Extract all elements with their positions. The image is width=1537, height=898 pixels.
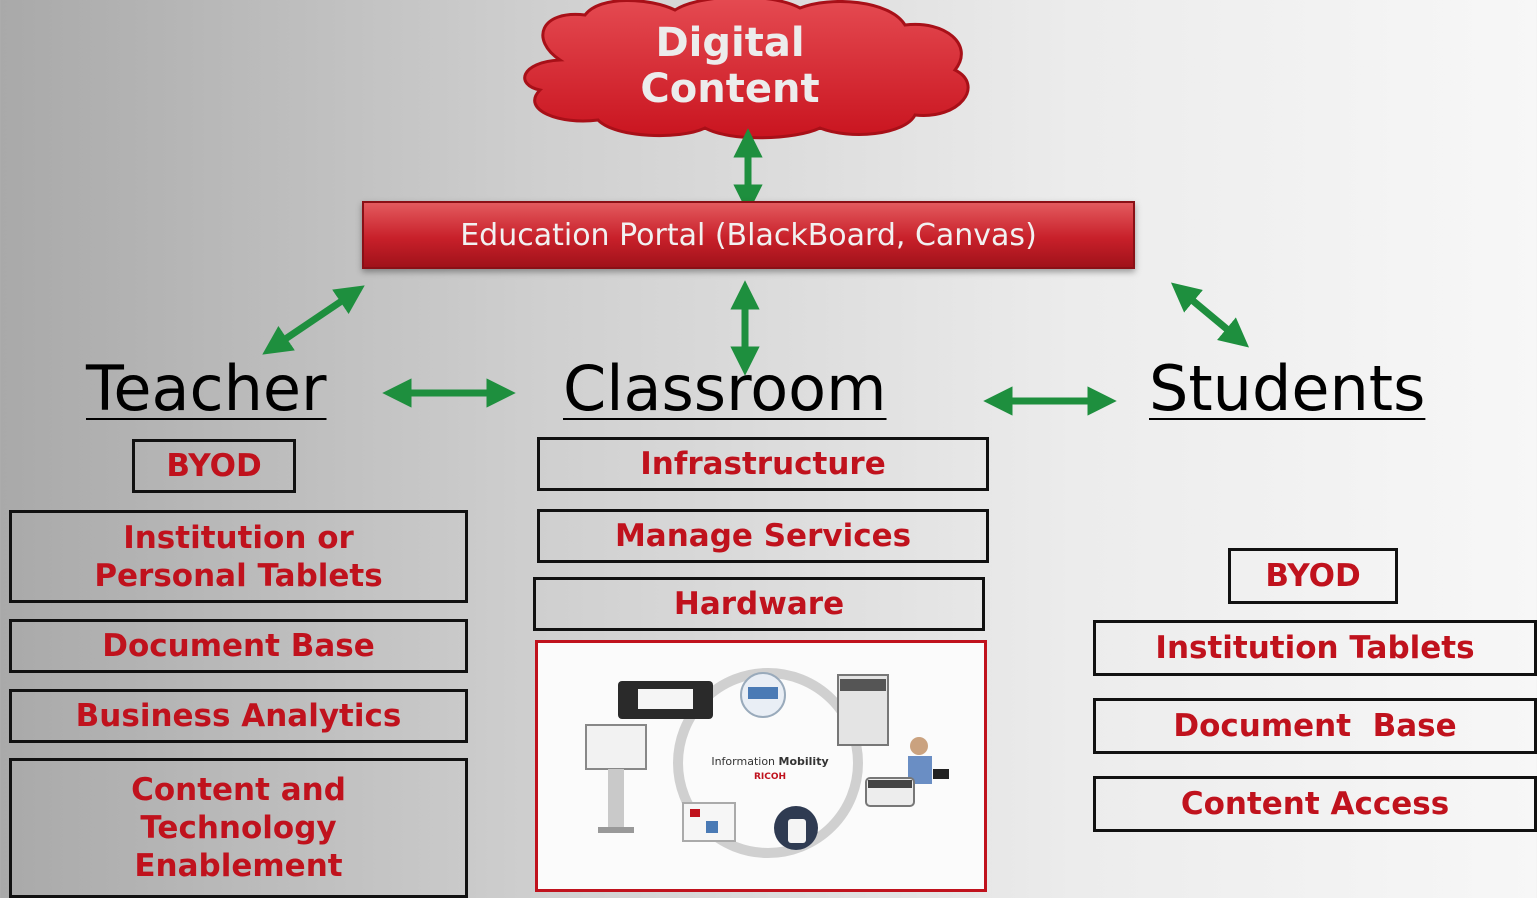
students-institution-tablets-box: Institution Tablets — [1093, 620, 1537, 676]
teacher-document-base-box: Document Base — [9, 619, 468, 673]
center-title: Information Mobility — [711, 755, 828, 768]
illustration-drawing: Information Mobility RICOH — [585, 668, 949, 858]
teacher-byod-box: BYOD — [132, 439, 296, 493]
teacher-business-analytics-box: Business Analytics — [9, 689, 468, 743]
person-with-tablet — [910, 737, 928, 755]
teacher-enablement-line3: Enablement — [134, 848, 343, 884]
heading-teacher: Teacher — [86, 352, 327, 425]
teacher-document-base-label: Document Base — [102, 628, 375, 664]
whiteboard-device — [585, 724, 647, 770]
cloud-label-line2: Content — [640, 66, 820, 112]
teacher-enablement-line2: Technology — [140, 810, 337, 846]
classroom-manage-services-box: Manage Services — [537, 509, 989, 563]
classroom-infrastructure-label: Infrastructure — [640, 446, 886, 482]
cloud-shape — [523, 0, 970, 140]
classroom-infrastructure-box: Infrastructure — [537, 437, 989, 491]
teacher-tablets-line2: Personal Tablets — [94, 557, 383, 594]
students-content-access-box: Content Access — [1093, 776, 1537, 832]
students-document-base-box: Document Base — [1093, 698, 1537, 754]
heading-classroom: Classroom — [563, 352, 887, 425]
education-portal-bar: Education Portal (BlackBoard, Canvas) — [362, 201, 1135, 269]
teacher-business-analytics-label: Business Analytics — [75, 698, 402, 734]
teacher-tablets-line1: Institution or — [123, 519, 354, 556]
center-title-bold: Mobility — [779, 755, 829, 768]
students-institution-tablets-label: Institution Tablets — [1155, 630, 1475, 666]
arrow-portal-teacher — [262, 285, 365, 355]
ricoh-brand-text: RICOH — [754, 772, 786, 782]
students-document-base-label: Document Base — [1173, 708, 1457, 744]
teacher-tablets-box: Institution or Personal Tablets — [9, 510, 468, 603]
students-byod-label: BYOD — [1265, 558, 1361, 594]
heading-students: Students — [1149, 352, 1426, 425]
arrow-portal-students — [1170, 282, 1250, 348]
cloud-label-line1: Digital — [655, 20, 805, 66]
students-byod-box: BYOD — [1228, 548, 1398, 604]
teacher-byod-label: BYOD — [166, 448, 262, 484]
students-content-access-label: Content Access — [1180, 786, 1450, 822]
classroom-hardware-box: Hardware — [533, 577, 985, 631]
teacher-enablement-line1: Content and — [131, 772, 346, 808]
classroom-hardware-label: Hardware — [673, 586, 845, 622]
education-portal-label: Education Portal (BlackBoard, Canvas) — [460, 217, 1037, 253]
cloud-label: Digital Content — [560, 20, 900, 112]
center-title-regular: Information — [711, 755, 778, 768]
information-mobility-illustration: Information Mobility RICOH — [535, 640, 987, 892]
teacher-enablement-box: Content and Technology Enablement — [9, 758, 468, 898]
classroom-manage-services-label: Manage Services — [614, 518, 912, 554]
